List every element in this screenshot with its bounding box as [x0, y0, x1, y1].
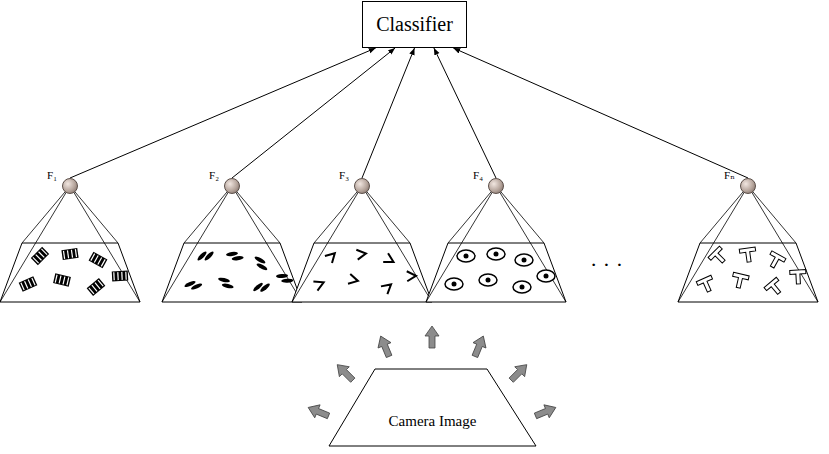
feature-unit: F₃ [354, 178, 370, 194]
view-arrow [374, 333, 395, 359]
feature-label: Fₙ [724, 169, 735, 182]
feature-connector [434, 48, 496, 178]
receptive-field [678, 186, 818, 302]
feature-unit: Fₙ [740, 178, 756, 194]
node-title: Classifier [376, 13, 453, 36]
receptive-field [426, 186, 566, 302]
classifier-box: Classifier [362, 1, 467, 48]
feature-label: F₃ [339, 169, 349, 181]
receptive-field [162, 186, 302, 302]
feature-label: F₁ [47, 169, 57, 181]
feature-connector [232, 48, 395, 178]
feature-connector [453, 48, 748, 178]
view-arrow [305, 401, 331, 422]
receptive-field [292, 186, 432, 302]
feature-connector [362, 48, 415, 178]
view-arrow [468, 333, 489, 359]
ellipsis-label: · · · [590, 252, 623, 278]
node-title: Camera Image [389, 385, 477, 430]
feature-unit: F₄ [488, 178, 504, 194]
view-arrow [506, 360, 531, 385]
camera-image: Camera Image [328, 368, 537, 447]
receptive-field [0, 186, 140, 302]
feature-label: F₄ [473, 169, 483, 181]
feature-connector [70, 48, 376, 178]
view-arrow [332, 360, 357, 385]
image-outline [328, 368, 537, 447]
feature-label: F₂ [209, 169, 219, 181]
view-arrow [533, 401, 559, 422]
feature-unit: F₁ [62, 178, 78, 194]
feature-unit: F₂ [224, 178, 240, 194]
view-arrow [425, 326, 439, 348]
